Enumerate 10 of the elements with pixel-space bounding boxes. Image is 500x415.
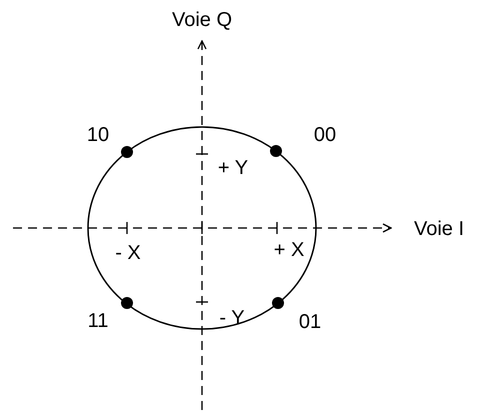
axis-label: Voie I <box>414 219 464 239</box>
symbol-label: 11 <box>88 311 108 331</box>
tick-label: - Y <box>219 308 245 328</box>
symbol-label: 00 <box>314 125 336 145</box>
tick-label: + X <box>274 240 304 260</box>
tick-label: + Y <box>218 158 248 178</box>
tick-label: - X <box>115 243 141 263</box>
axis-label: Voie Q <box>172 10 232 30</box>
symbol-label: 01 <box>298 312 322 332</box>
symbol-label: 10 <box>86 125 110 145</box>
